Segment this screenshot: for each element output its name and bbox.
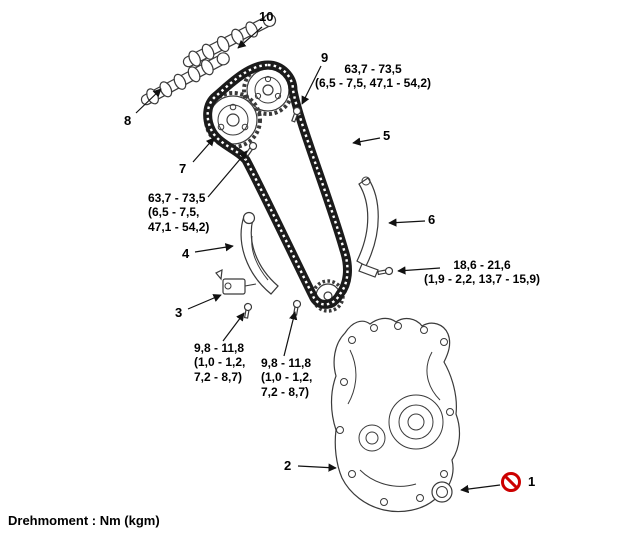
timing-cover-part xyxy=(330,317,461,513)
torque-tensioner-arm: 9,8 - 11,8 (1,0 - 1,2, 7,2 - 8,7) xyxy=(194,341,245,384)
callout-2: 2 xyxy=(284,458,292,473)
callout-7: 7 xyxy=(179,161,187,176)
torque-line: 18,6 - 21,6 xyxy=(453,258,511,272)
torque-line: (1,9 - 2,2, 13,7 - 15,9) xyxy=(423,272,541,287)
torque-cam-sprocket-top: 63,7 - 73,5 (6,5 - 7,5, 47,1 - 54,2) xyxy=(298,62,448,91)
callout-9: 9 xyxy=(321,50,329,65)
prohibited-icon xyxy=(501,472,521,492)
callout-8: 8 xyxy=(124,113,132,128)
torque-line: 7,2 - 8,7) xyxy=(194,369,243,384)
torque-tensioner: 9,8 - 11,8 (1,0 - 1,2, 7,2 - 8,7) xyxy=(261,356,312,399)
bolt-icon xyxy=(377,266,394,276)
torque-line: 9,8 - 11,8 xyxy=(194,341,245,355)
torque-line: 9,8 - 11,8 xyxy=(261,356,312,370)
callout-1: 1 xyxy=(528,474,536,489)
cvvt-sprocket-7-part xyxy=(204,91,262,149)
torque-line: (6,5 - 7,5, xyxy=(148,205,200,220)
timing-chain-part xyxy=(203,60,352,309)
torque-line: (6,5 - 7,5, 47,1 - 54,2) xyxy=(314,76,432,91)
callout-10: 10 xyxy=(259,9,274,24)
torque-line: (1,0 - 1,2, xyxy=(261,370,313,385)
torque-line: 47,1 - 54,2) xyxy=(148,219,210,234)
bolt-icon xyxy=(292,299,302,316)
callout-4: 4 xyxy=(182,246,190,261)
callout-5: 5 xyxy=(383,128,391,143)
leader-arrows xyxy=(135,26,501,494)
torque-line: 63,7 - 73,5 xyxy=(344,62,402,76)
tensioner-arm-part xyxy=(240,211,279,295)
callout-6: 6 xyxy=(428,212,436,227)
chain-guide-part xyxy=(356,176,379,278)
torque-line: (1,0 - 1,2, xyxy=(194,355,246,370)
torque-cam-sprocket-left: 63,7 - 73,5 (6,5 - 7,5, 47,1 - 54,2) xyxy=(148,191,209,234)
chain-tensioner-part xyxy=(215,268,257,295)
torque-chain-guide: 18,6 - 21,6 (1,9 - 2,2, 13,7 - 15,9) xyxy=(407,258,557,287)
torque-line: 7,2 - 8,7) xyxy=(261,384,310,399)
bolt-icon xyxy=(243,302,253,319)
oil-seal-part xyxy=(431,481,453,503)
bolt-icon xyxy=(291,106,302,123)
torque-unit-note: Drehmoment : Nm (kgm) xyxy=(8,513,160,528)
torque-line: 63,7 - 73,5 xyxy=(148,191,206,205)
callout-3: 3 xyxy=(175,305,183,320)
